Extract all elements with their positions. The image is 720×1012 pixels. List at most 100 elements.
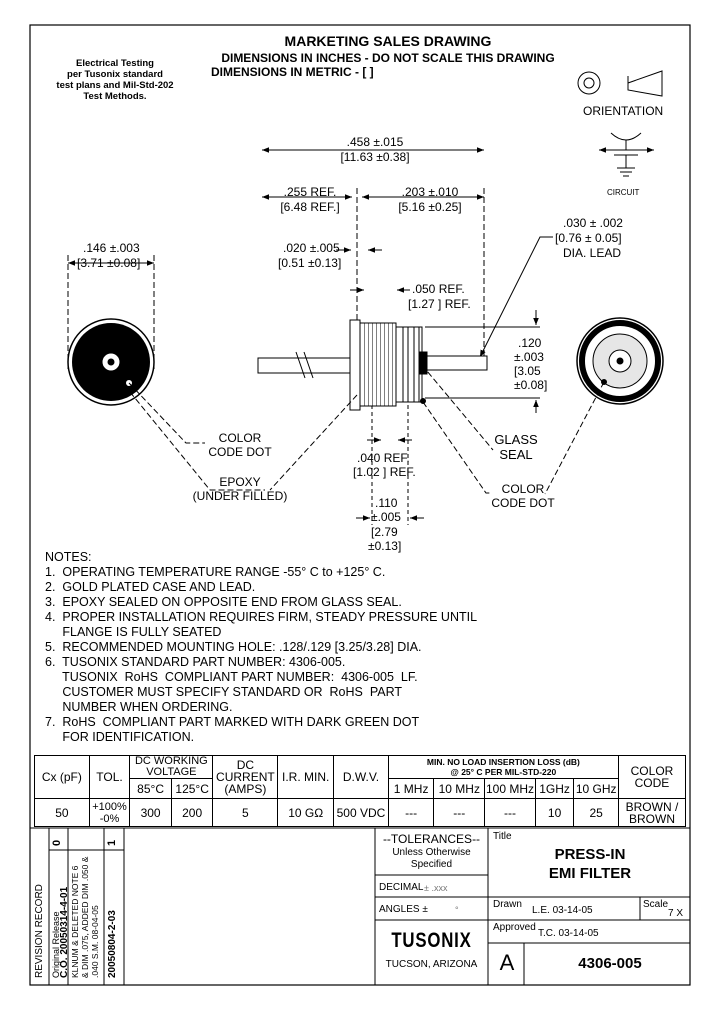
note-line: 2. GOLD PLATED CASE AND LEAD. xyxy=(45,580,256,594)
dim-body-dia-1: .120 xyxy=(518,336,542,350)
note-line: NUMBER WHEN ORDERING. xyxy=(45,700,233,714)
th-color-code: COLOR CODE xyxy=(617,755,687,799)
dim-overall-mm: [11.63 ±0.38] xyxy=(340,150,410,164)
th-1ghz: 1GHz xyxy=(534,778,575,799)
callout-color-dot-left: COLOR CODE DOT xyxy=(205,431,275,459)
tolerances-title: --TOLERANCES-- xyxy=(382,832,481,846)
revision-change-3: .040 S.M. 08-04-05 xyxy=(90,905,100,978)
callout-glass-seal-1: GLASS xyxy=(494,432,538,447)
th-10mhz: 10 MHz xyxy=(433,778,486,799)
td-loss-1mhz: --- xyxy=(387,798,435,827)
td-current: 5 xyxy=(212,798,279,827)
dim-flange-thk-in: .020 ±.005 xyxy=(283,241,340,255)
callout-glass-seal-2: SEAL xyxy=(499,447,533,462)
revision-title: REVISION RECORD xyxy=(34,884,45,978)
tolerance-decimal-value: ± .xxx xyxy=(424,883,448,893)
dim-body-dia-3: [3.05 xyxy=(514,364,541,378)
tolerances-unless-2: Specified xyxy=(410,859,453,870)
th-dc-current: DC CURRENT (AMPS) xyxy=(212,755,279,799)
dim-right-in: .203 ±.010 xyxy=(401,185,459,199)
approved-value: T.C. 03-14-05 xyxy=(538,928,599,939)
testing-note-line-1: Electrical Testing xyxy=(76,58,154,69)
dim-knurl-3: [2.79 xyxy=(371,525,398,539)
note-line: 1. OPERATING TEMPERATURE RANGE -55° C to… xyxy=(45,565,386,579)
testing-note-line-2: per Tusonix standard xyxy=(67,69,163,80)
dim-overall: .458 ±.015 xyxy=(320,135,430,149)
dim-overall-in: .458 ±.015 xyxy=(346,135,404,149)
tolerance-angles-label: ANGLES ± xyxy=(379,904,428,915)
callout-leaders xyxy=(128,364,605,495)
revision-co-2: 20050804-2-03 xyxy=(107,910,118,978)
title-label: Title xyxy=(493,831,512,842)
td-tol: +100% -0% xyxy=(88,798,131,827)
dim-lead-dia-in: .030 ± .002 xyxy=(563,216,623,230)
table-row: 50 +100% -0% 300 200 5 10 GΩ 500 VDC ---… xyxy=(34,798,687,827)
dim-body-dia-2: ±.003 xyxy=(514,350,544,364)
td-color-code: BROWN / BROWN xyxy=(617,798,687,827)
company-logo: TUSONIX xyxy=(391,929,472,952)
testing-note: Electrical Testing per Tusonix standard … xyxy=(40,58,190,102)
scale-value: 7 X xyxy=(668,908,684,919)
dim-step-ref-mm: [1.27 ] REF. xyxy=(408,297,471,311)
note-line: TUSONIX RoHS COMPLIANT PART NUMBER: 4306… xyxy=(45,670,418,684)
note-line: 4. PROPER INSTALLATION REQUIRES FIRM, ST… xyxy=(45,610,478,624)
td-v125: 200 xyxy=(170,798,214,827)
dimension-lines xyxy=(67,147,553,525)
td-loss-100mhz: --- xyxy=(484,798,536,827)
title-block-lines xyxy=(30,827,690,985)
td-dwv: 500 VDC xyxy=(333,798,389,827)
callout-color-dot-right-2: CODE DOT xyxy=(491,496,555,510)
dim-flange-thk-mm: [0.51 ±0.13] xyxy=(278,256,342,270)
dim-right-mm: [5.16 ±0.25] xyxy=(398,200,462,214)
callout-epoxy-1: EPOXY xyxy=(219,475,261,489)
sheet-border xyxy=(29,24,691,986)
note-line: 7. RoHS COMPLIANT PART MARKED WITH DARK … xyxy=(45,715,420,729)
callout-color-dot-left-2: CODE DOT xyxy=(208,445,272,459)
drawn-value: L.E. 03-14-05 xyxy=(532,905,593,916)
part-number: 4306-005 xyxy=(578,955,642,972)
dim-flange-dia-in: .146 ±.003 xyxy=(83,241,140,255)
th-insertion-loss-2: @ 25° C PER MIL-STD-220 xyxy=(450,767,557,777)
approved-label: Approved xyxy=(493,922,536,933)
dim-shoulder-ref-in: .040 REF. xyxy=(357,451,410,465)
callout-color-dot-right-1: COLOR xyxy=(501,482,545,496)
revision-0-label: 0 xyxy=(51,839,63,846)
revision-change-2: & DIM .075, ADDED DIM .050 & xyxy=(80,856,90,978)
spec-table: Cx (pF) TOL. DC WORKING VOLTAGE DC CURRE… xyxy=(34,755,687,827)
tolerances-unless-1: Unless Otherwise xyxy=(392,847,471,858)
dim-left-ref-mm: [6.48 REF.] xyxy=(280,200,340,214)
th-ir: I.R. MIN. xyxy=(277,755,335,799)
testing-note-line-4: Test Methods. xyxy=(83,91,147,102)
th-125c: 125°C xyxy=(170,778,214,799)
callout-epoxy: EPOXY (UNDER FILLED) xyxy=(180,475,300,503)
th-insertion-loss-1: MIN. NO LOAD INSERTION LOSS (dB) xyxy=(426,757,580,767)
dim-flange-dia-mm: [3.71 ±0.08] xyxy=(77,256,141,270)
th-tol: TOL. xyxy=(88,755,131,799)
part-title-1: PRESS-IN xyxy=(554,846,626,863)
callout-epoxy-2: (UNDER FILLED) xyxy=(192,489,288,503)
company-location: TUCSON, ARIZONA xyxy=(385,959,478,970)
note-line: FOR IDENTIFICATION. xyxy=(45,730,195,744)
td-ir: 10 GΩ xyxy=(277,798,335,827)
drawing-subtitle-1: DIMENSIONS IN INCHES - DO NOT SCALE THIS… xyxy=(221,51,555,65)
dim-lead-dia-mm: [0.76 ± 0.05] xyxy=(555,231,622,245)
dim-lead-dia-label: DIA. LEAD xyxy=(563,246,622,260)
dim-step-ref-in: .050 REF. xyxy=(412,282,465,296)
callout-color-dot-right: COLOR CODE DOT xyxy=(487,482,559,510)
th-dcwv: DC WORKING VOLTAGE xyxy=(129,755,214,779)
drawing-size: A xyxy=(499,950,515,975)
note-line: CUSTOMER MUST SPECIFY STANDARD OR RoHS P… xyxy=(45,685,403,699)
revision-1-label: 1 xyxy=(106,839,118,846)
scale-label: Scale xyxy=(643,899,669,910)
th-dwv: D.W.V. xyxy=(333,755,389,799)
revision-change-1: KLNUM & DELETED NOTE 6 xyxy=(70,865,80,978)
dim-body-dia-4: ±0.08] xyxy=(514,378,548,392)
td-loss-1ghz: 10 xyxy=(534,798,575,827)
circuit-label: CIRCUIT xyxy=(607,188,640,197)
notes-block: NOTES: 1. OPERATING TEMPERATURE RANGE -5… xyxy=(45,550,477,745)
th-insertion-loss: MIN. NO LOAD INSERTION LOSS (dB) @ 25° C… xyxy=(387,755,619,779)
circuit-symbol xyxy=(599,132,654,177)
td-v85: 300 xyxy=(129,798,172,827)
th-10ghz: 10 GHz xyxy=(573,778,619,799)
th-1mhz: 1 MHz xyxy=(387,778,435,799)
